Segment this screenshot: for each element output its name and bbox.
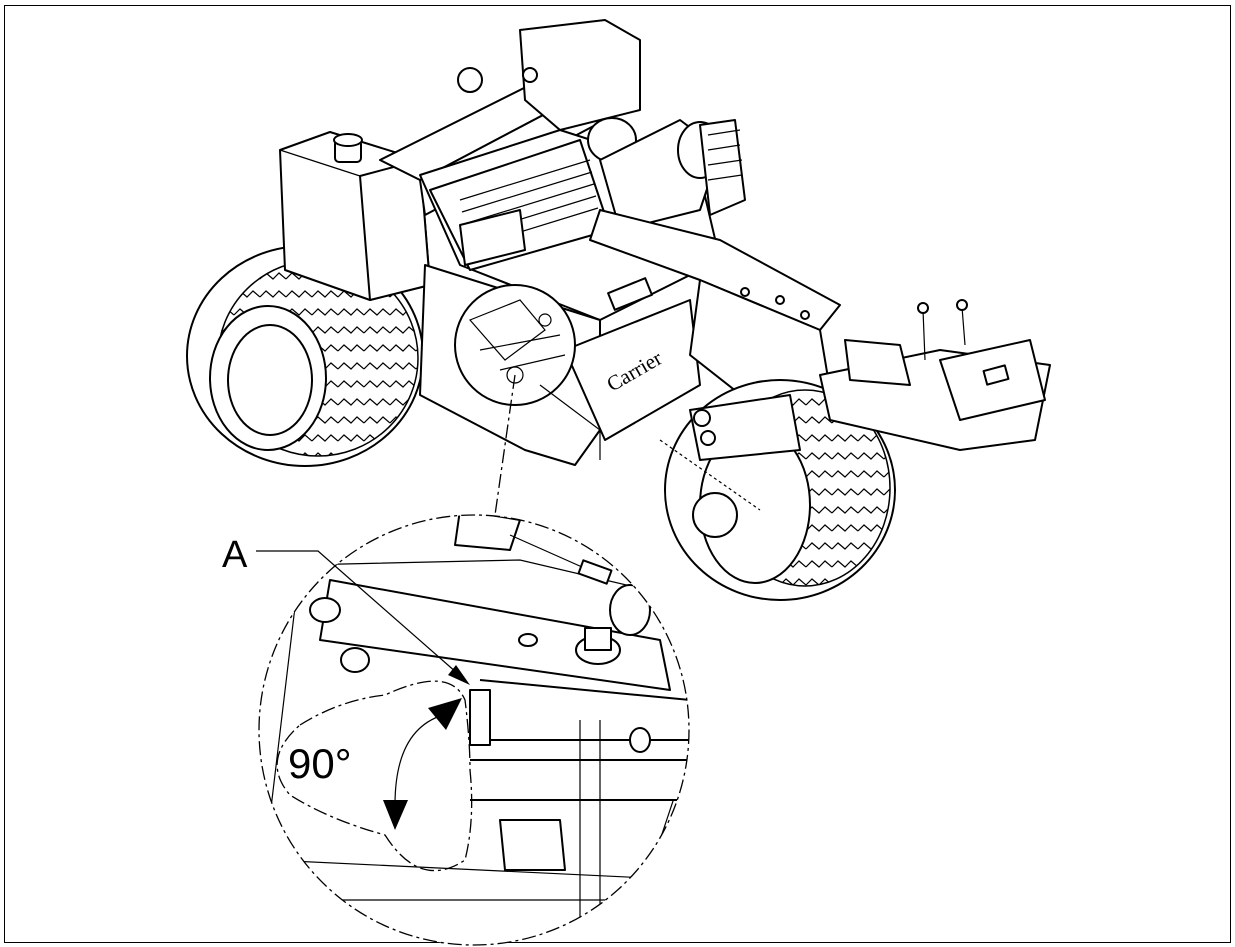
machine-main-view: Carrier	[186, 19, 1051, 601]
detail-view	[258, 514, 690, 946]
chassis: Carrier	[419, 264, 701, 466]
part-a-label: A	[222, 534, 248, 576]
control-console	[819, 299, 1051, 451]
engine	[419, 117, 746, 321]
part-a-leader	[256, 550, 466, 681]
detail-leader-line	[494, 374, 516, 516]
fuel-tank	[279, 131, 431, 301]
right-beam	[589, 209, 841, 411]
part-a-arrowhead	[448, 665, 470, 685]
rotation-arrow-icon	[383, 698, 462, 830]
rotation-callout-bubble	[276, 680, 473, 872]
right-wheel	[659, 379, 896, 601]
rotation-angle-label: 90°	[288, 740, 352, 787]
left-wheel	[186, 245, 424, 467]
